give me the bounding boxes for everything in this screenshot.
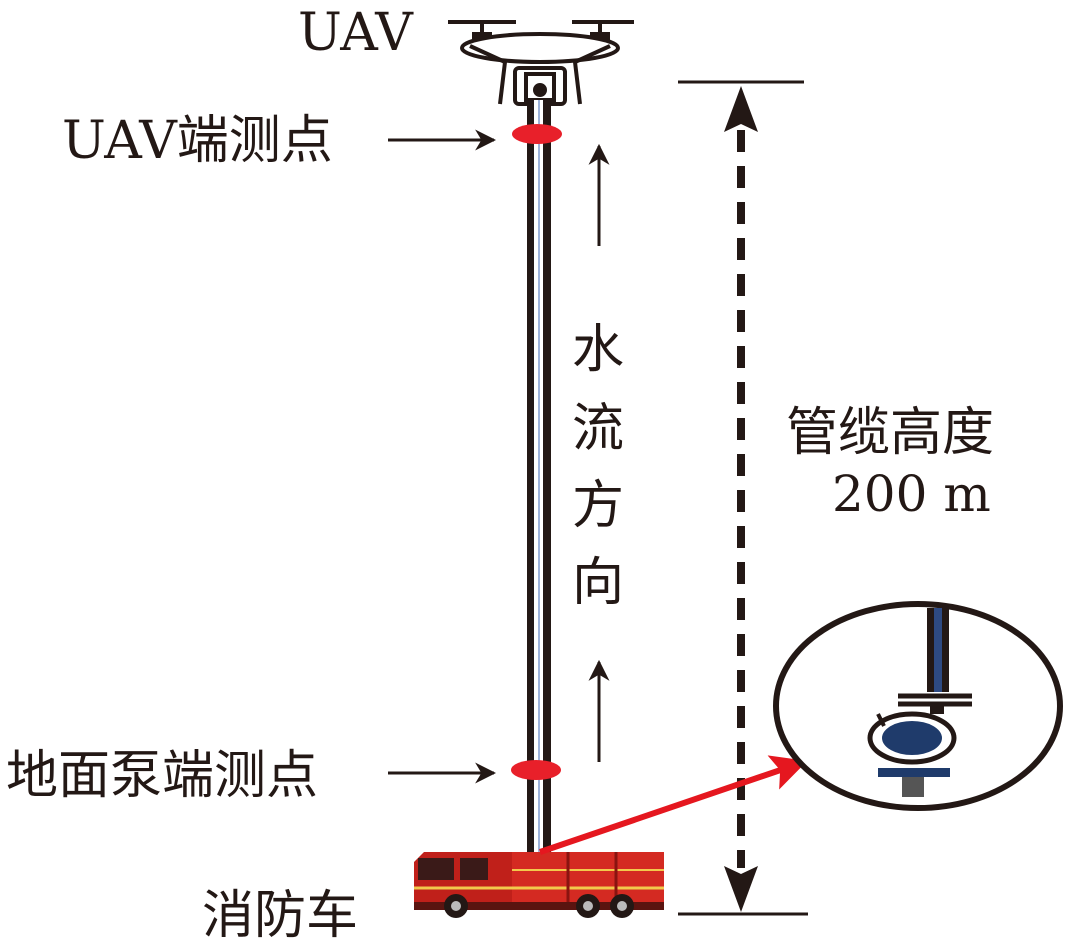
flow-direction-char-2: 流 (572, 399, 624, 459)
uav-measure-point (512, 124, 562, 144)
fire-truck-label: 消防车 (202, 886, 358, 946)
fire-truck-icon (414, 852, 664, 918)
height-dimension (678, 80, 808, 916)
drone-icon (448, 20, 634, 106)
uav-point-label: UAV端测点 (62, 111, 333, 171)
height-value-label: 200 m (832, 465, 991, 523)
ground-measure-point (511, 760, 561, 780)
uav-label: UAV (298, 3, 414, 63)
height-title-label: 管缆高度 (786, 403, 994, 463)
flow-direction-char-4: 向 (572, 553, 624, 613)
detail-callout-arrow (539, 755, 808, 855)
ground-point-label: 地面泵端测点 (6, 746, 318, 806)
pump-detail-icon (773, 601, 1063, 811)
flow-direction-char-1: 水 (572, 320, 624, 380)
hose-cable (527, 100, 551, 856)
flow-direction-char-3: 方 (572, 476, 624, 536)
